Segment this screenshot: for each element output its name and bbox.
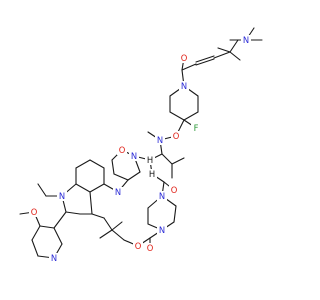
atom-label: N (181, 81, 187, 91)
atom-n-upper-ring: N (129, 151, 139, 161)
atom-f-fluoro: F (191, 123, 201, 133)
atom-o-ester-carbonyl: O (145, 243, 155, 253)
bond (229, 39, 239, 53)
atom-label: N (159, 225, 165, 235)
molecule-canvas: N O N F O N H N (19, 27, 263, 263)
bond (111, 229, 125, 241)
atom-n-methylamide: N (155, 135, 165, 145)
bond (213, 51, 231, 59)
atom-n-macro-upper: N (157, 191, 167, 201)
bond (195, 58, 215, 66)
molecule-structure: N O N F O N H N (19, 27, 263, 263)
bond (37, 183, 47, 197)
bond (99, 229, 113, 239)
bond (53, 211, 67, 229)
bond (75, 159, 91, 169)
atom-label: O (31, 207, 38, 217)
bond (229, 51, 241, 61)
atom-label: N (59, 191, 65, 201)
bond (53, 227, 63, 245)
atom-label-layer: N O N F O N H N (29, 35, 251, 263)
atom-o-amide-mid: O (171, 131, 181, 141)
bond (89, 183, 105, 193)
atom-o-methoxy: O (29, 207, 39, 217)
bond (31, 239, 39, 257)
atom-o-amide-lower: O (169, 185, 179, 195)
bond (89, 191, 93, 215)
bond (195, 55, 215, 63)
bond (183, 111, 199, 121)
bond (31, 225, 41, 241)
bond (111, 221, 123, 231)
atom-o-morpholine: O (117, 145, 127, 155)
atom-n-pyridine: N (49, 253, 59, 263)
bond (111, 159, 115, 175)
atom-label: O (181, 53, 188, 63)
atom-label: N (51, 253, 57, 263)
bond (91, 213, 105, 219)
atom-label: N (159, 191, 165, 201)
atom-label: N (131, 151, 137, 161)
atom-o-amide-top: O (179, 53, 189, 63)
atom-o-ester: O (133, 241, 143, 251)
bond (173, 205, 177, 223)
atom-n-piperidine: N (179, 81, 189, 91)
bond (161, 153, 173, 165)
atom-label: F (194, 123, 199, 133)
atom-label: O (119, 145, 126, 155)
atom-label: N (157, 135, 163, 145)
atom-label: H (149, 169, 155, 179)
bond (181, 63, 197, 71)
atom-label: H (147, 155, 153, 165)
bond (65, 211, 81, 215)
atom-h-stereo-lower: H (147, 169, 157, 179)
atom-label: O (135, 241, 142, 251)
bond (89, 159, 105, 169)
bond (39, 225, 55, 229)
atom-n-macro-lower: N (157, 225, 167, 235)
atom-label: O (173, 131, 180, 141)
bond-layer (19, 27, 263, 259)
bond (75, 183, 91, 193)
atom-label: O (171, 185, 178, 195)
bond (169, 111, 185, 121)
atom-h-stereo-upper: H (145, 155, 155, 165)
atom-n-indole: N (57, 191, 67, 201)
bond (127, 171, 141, 181)
bond (113, 173, 129, 181)
atom-label: N (115, 187, 121, 197)
atom-label: N (243, 35, 249, 45)
atom-n-indole-ring: N (113, 187, 123, 197)
bond (103, 217, 113, 231)
bond (171, 157, 185, 165)
atom-label: O (147, 243, 154, 253)
atom-n-dimethylamine: N (241, 35, 251, 45)
bond (217, 47, 231, 53)
